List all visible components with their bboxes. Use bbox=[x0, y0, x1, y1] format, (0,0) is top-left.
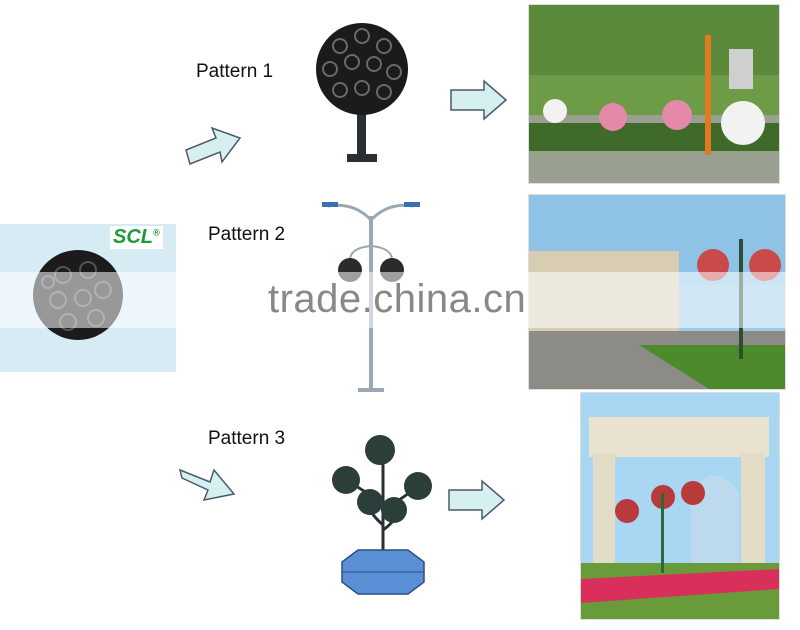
watermark-band bbox=[0, 272, 800, 328]
arrow-right-icon-2 bbox=[448, 479, 506, 521]
watermark-text: trade.china.cn bbox=[268, 277, 527, 321]
flower-tree-icon bbox=[332, 435, 432, 595]
brand-logo: SCL® bbox=[110, 226, 163, 249]
photo-park-flower-globes bbox=[528, 4, 780, 184]
globe-lamp-icon bbox=[316, 23, 408, 162]
pattern-3-label: Pattern 3 bbox=[208, 428, 286, 449]
arrow-diagonal-down-icon bbox=[178, 468, 236, 502]
photo-arch-gate-flowers bbox=[580, 392, 780, 620]
pattern-1-label: Pattern 1 bbox=[196, 61, 274, 82]
arrow-diagonal-icon bbox=[185, 126, 242, 166]
arrow-right-icon bbox=[450, 79, 508, 121]
pattern-2-label: Pattern 2 bbox=[208, 224, 286, 245]
